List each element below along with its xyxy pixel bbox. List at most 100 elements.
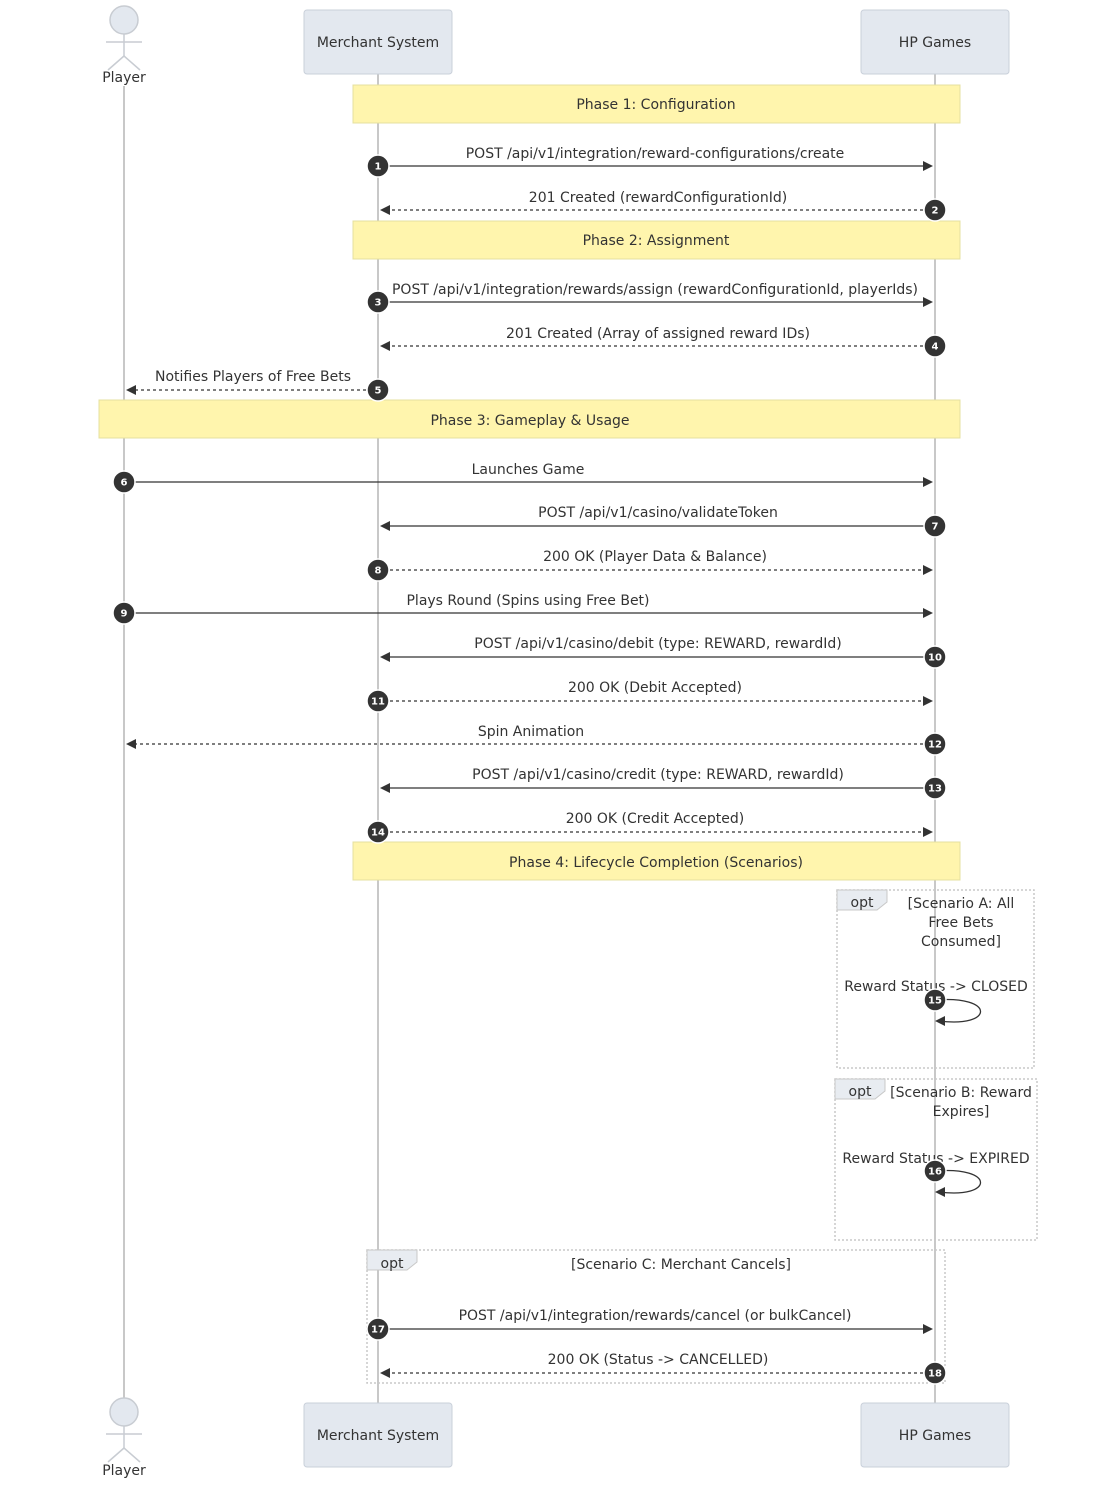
sequence-number: 8 [375,566,382,577]
hp-games-box-bottom: HP Games [860,1402,1010,1468]
sequence-number-badge: 17 [366,1317,390,1341]
message-1: POST /api/v1/integration/reward-configur… [366,146,933,178]
sequence-number: 1 [375,162,382,173]
sequence-number: 18 [928,1369,942,1380]
arrowhead [923,1324,933,1334]
scenario-a-line2: Free Bets [928,915,993,931]
arrowhead [935,1187,945,1197]
message-label: Plays Round (Spins using Free Bet) [406,593,649,609]
sequence-number: 16 [928,1167,942,1178]
message-label: POST /api/v1/casino/debit (type: REWARD,… [474,636,841,652]
player-actor-top: Player [102,5,146,86]
message-6: Launches Game 6 [112,462,933,494]
opt-tab-b [834,1078,886,1100]
message-9: Plays Round (Spins using Free Bet) 9 [112,593,933,625]
arrowhead [126,385,136,395]
arrowhead [923,696,933,706]
sequence-number: 13 [928,784,942,795]
player-actor-bottom: Player [102,1397,146,1479]
sequence-number-badge: 7 [923,514,947,538]
message-label: Notifies Players of Free Bets [155,369,351,385]
arrowhead [923,477,933,487]
opt-tab-a [836,889,888,911]
message-label: 200 OK (Debit Accepted) [568,680,742,696]
sequence-number: 11 [371,697,385,708]
message-label: Reward Status -> CLOSED [844,979,1028,995]
message-3: POST /api/v1/integration/rewards/assign … [366,282,933,314]
sequence-number-badge: 18 [923,1361,947,1385]
messages-group: POST /api/v1/integration/reward-configur… [112,146,1030,1385]
sequence-number: 10 [928,653,942,664]
message-label: 201 Created (rewardConfigurationId) [529,190,787,206]
player-label-top: Player [102,70,146,86]
message-14: 200 OK (Credit Accepted)14 [366,811,933,844]
message-label: Spin Animation [478,724,584,740]
opt-frame-scenario-c: opt [Scenario C: Merchant Cancels] [366,1249,946,1384]
sequence-number-badge: 5 [366,378,390,402]
sequence-number: 3 [375,298,382,309]
sequence-number: 6 [121,478,128,489]
merchant-box-bottom: Merchant System [303,1402,453,1468]
sequence-number-badge: 3 [366,290,390,314]
sequence-number: 17 [371,1325,385,1336]
arrowhead [923,565,933,575]
player-label-bottom: Player [102,1463,146,1479]
phase3-note: Phase 3: Gameplay & Usage [98,399,961,439]
arrowhead [380,783,390,793]
sequence-number: 15 [928,996,942,1007]
arrowhead [923,827,933,837]
player-head-icon-bottom [109,1397,139,1427]
message-12: Spin Animation 12 [126,724,947,756]
phase4-label: Phase 4: Lifecycle Completion (Scenarios… [509,855,803,871]
message-8: 200 OK (Player Data & Balance)8 [366,549,933,582]
message-label: 201 Created (Array of assigned reward ID… [506,326,810,342]
sequence-number-badge: 2 [923,198,947,222]
arrowhead [380,521,390,531]
arrowhead [380,205,390,215]
arrowhead [923,297,933,307]
sequence-number: 7 [932,522,939,533]
message-label: POST /api/v1/integration/reward-configur… [466,146,845,162]
player-head-icon [109,5,139,35]
sequence-number-badge: 13 [923,776,947,800]
opt-label-b: opt [849,1084,872,1100]
arrowhead [935,1016,945,1026]
scenario-b-line1: [Scenario B: Reward [890,1085,1032,1101]
message-label: Launches Game [472,462,585,478]
sequence-number-badge: 4 [923,334,947,358]
phase3-label: Phase 3: Gameplay & Usage [430,413,629,429]
message-label: POST /api/v1/casino/credit (type: REWARD… [472,767,844,783]
message-label: POST /api/v1/integration/rewards/assign … [392,282,918,298]
opt-frame-scenario-b: opt [Scenario B: Reward Expires] [834,1078,1038,1241]
phase1-note: Phase 1: Configuration [352,84,961,124]
sequence-number-badge: 14 [366,820,390,844]
message-10: POST /api/v1/casino/debit (type: REWARD,… [380,636,947,669]
arrowhead [380,1368,390,1378]
arrowhead [923,161,933,171]
phase1-label: Phase 1: Configuration [576,97,735,113]
phase2-note: Phase 2: Assignment [352,220,961,260]
opt-frame-scenario-a: opt [Scenario A: All Free Bets Consumed] [836,889,1035,1069]
message-2: 201 Created (rewardConfigurationId) 2 [380,190,947,222]
opt-label-a: opt [851,895,874,911]
arrowhead [126,739,136,749]
message-13: POST /api/v1/casino/credit (type: REWARD… [380,767,947,800]
sequence-number-badge: 12 [923,732,947,756]
message-label: 200 OK (Status -> CANCELLED) [548,1352,769,1368]
scenario-b-line2: Expires] [933,1104,990,1120]
phase4-note: Phase 4: Lifecycle Completion (Scenarios… [352,841,961,881]
sequence-number-badge: 6 [112,470,136,494]
sequence-number: 4 [932,342,939,353]
sequence-number-badge: 8 [366,558,390,582]
message-label: Reward Status -> EXPIRED [842,1151,1029,1167]
sequence-number-badge: 9 [112,601,136,625]
opt-label-c: opt [381,1256,404,1272]
hp-games-box-top: HP Games [860,9,1010,75]
message-line [934,1169,982,1194]
sequence-number-badge: 11 [366,689,390,713]
sequence-number-badge: 16 [923,1159,947,1183]
